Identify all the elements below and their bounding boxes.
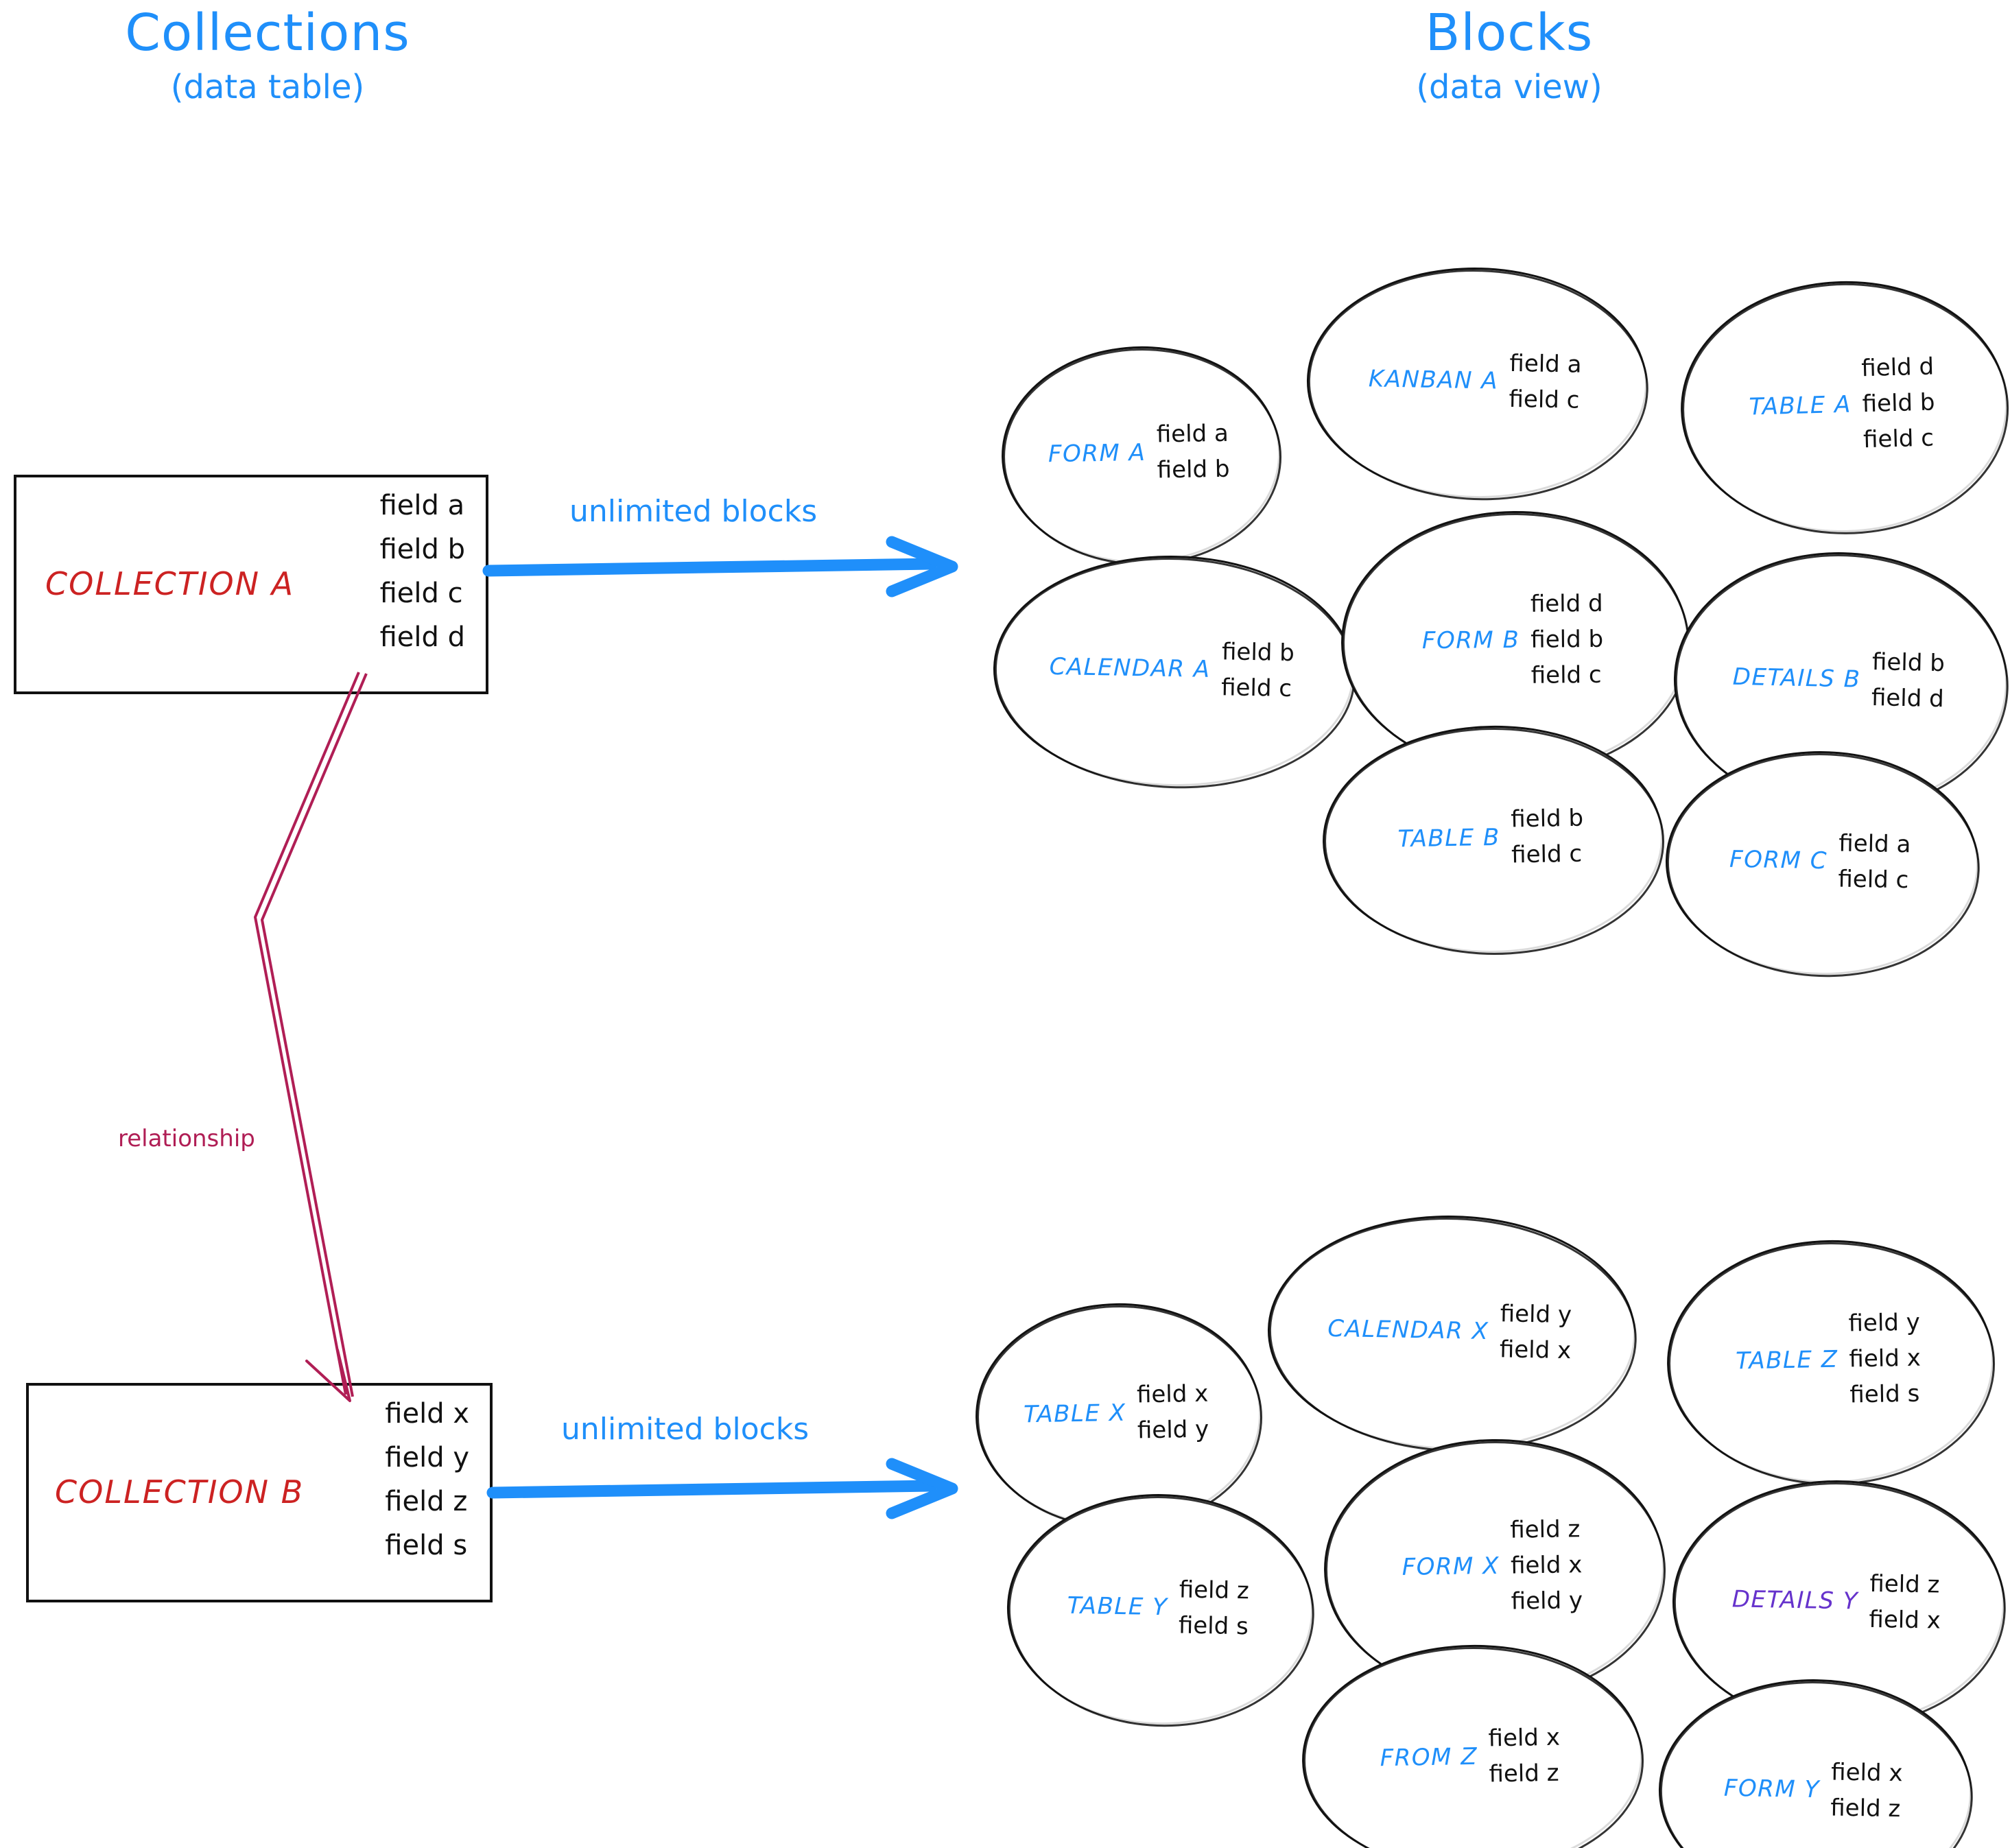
block-field: field x — [1510, 1551, 1583, 1580]
block-field: field c — [1511, 840, 1583, 868]
block-field: field x — [1849, 1344, 1922, 1373]
relationship-label: relationship — [118, 1125, 255, 1152]
block-field: field x — [1488, 1723, 1561, 1753]
block-field: field s — [1849, 1379, 1920, 1409]
block-name: TABLE X — [1023, 1399, 1126, 1429]
block-name: FORM X — [1402, 1552, 1500, 1581]
block-field: field z — [1510, 1515, 1581, 1544]
collection-a-box[interactable]: COLLECTION A field a field b field c fie… — [14, 475, 488, 694]
block-field: field c — [1838, 865, 1909, 895]
block-field: field x — [1499, 1335, 1572, 1364]
block-name: DETAILS Y — [1731, 1585, 1859, 1615]
block-table-b[interactable]: TABLE B field b field c — [1321, 722, 1665, 956]
block-field: field s — [1178, 1611, 1249, 1641]
blocks-heading-sub: (data view) — [1416, 67, 1603, 106]
collection-b-name: COLLECTION B — [55, 1473, 305, 1511]
block-name: FORM A — [1048, 438, 1146, 469]
block-field: field y — [1137, 1415, 1209, 1445]
block-from-z[interactable]: FROM Z field x field z — [1300, 1642, 1644, 1848]
block-field: field z — [1830, 1794, 1901, 1823]
block-field: field z — [1179, 1576, 1250, 1605]
block-field: field b — [1871, 648, 1946, 678]
block-name: FROM Z — [1380, 1742, 1478, 1772]
block-field: field b — [1157, 455, 1230, 484]
block-name: KANBAN A — [1368, 365, 1499, 395]
unlimited-blocks-label-a: unlimited blocks — [569, 494, 818, 529]
collections-heading-main: Collections — [125, 3, 410, 62]
block-field: field x — [1136, 1379, 1209, 1409]
block-field: field b — [1510, 804, 1584, 833]
block-field: field b — [1862, 388, 1935, 418]
block-name: TABLE B — [1397, 823, 1501, 853]
block-table-z[interactable]: TABLE Z field y field x field s — [1664, 1237, 1996, 1486]
block-field: field x — [1830, 1758, 1903, 1788]
block-field: field d — [1530, 589, 1603, 618]
block-table-y[interactable]: TABLE Y field z field s — [1004, 1491, 1319, 1733]
collections-heading-sub: (data table) — [170, 67, 365, 106]
block-field: field c — [1863, 424, 1935, 454]
block-field: field z — [1869, 1569, 1940, 1599]
collection-b-field: field x — [385, 1398, 469, 1430]
block-name: TABLE Y — [1067, 1591, 1168, 1622]
blocks-heading: Blocks (data view) — [1290, 3, 1729, 106]
block-field: field d — [1860, 353, 1935, 383]
block-field: field a — [1838, 829, 1911, 859]
collection-a-name: COLLECTION A — [45, 565, 295, 602]
collection-b-field: field y — [385, 1442, 469, 1473]
block-field: field a — [1509, 349, 1582, 379]
block-name: DETAILS B — [1732, 663, 1861, 694]
collection-a-field: field a — [379, 490, 465, 521]
arrow-collection-a-to-blocks — [482, 536, 958, 597]
block-kanban-a[interactable]: KANBAN A field a field c — [1303, 263, 1653, 507]
collections-heading: Collections (data table) — [48, 3, 487, 106]
block-field: field y — [1511, 1587, 1583, 1615]
block-field: field y — [1500, 1299, 1572, 1329]
block-field: field b — [1530, 625, 1604, 654]
collection-b-box[interactable]: COLLECTION B field x field y field z fie… — [26, 1383, 493, 1602]
relationship-connector — [254, 672, 368, 1402]
block-calendar-a[interactable]: CALENDAR A field b field c — [990, 551, 1360, 795]
block-field: field y — [1848, 1308, 1921, 1338]
collection-a-field: field c — [379, 578, 463, 609]
block-name: TABLE Z — [1735, 1345, 1838, 1375]
block-name: FORM Y — [1723, 1774, 1821, 1804]
block-form-y[interactable]: FORM Y field x field z — [1655, 1675, 1977, 1848]
block-form-c[interactable]: FORM C field a field c — [1663, 747, 1984, 983]
unlimited-blocks-label-b: unlimited blocks — [561, 1412, 809, 1447]
block-name: FORM B — [1421, 626, 1520, 654]
arrow-collection-b-to-blocks — [486, 1458, 958, 1519]
block-field: field x — [1869, 1605, 1941, 1635]
block-calendar-x[interactable]: CALENDAR X field y field x — [1264, 1211, 1641, 1458]
collection-a-field: field d — [379, 621, 465, 653]
block-name: FORM C — [1729, 845, 1828, 875]
blocks-heading-main: Blocks — [1425, 3, 1594, 62]
block-name: CALENDAR X — [1327, 1314, 1489, 1345]
block-field: field z — [1489, 1759, 1559, 1788]
block-name: TABLE A — [1749, 390, 1852, 421]
block-field: field c — [1220, 674, 1292, 703]
collection-b-field: field z — [385, 1486, 468, 1517]
block-table-a[interactable]: TABLE A field d field b field c — [1677, 276, 2010, 537]
block-field: field c — [1530, 661, 1602, 689]
block-field: field d — [1871, 684, 1945, 713]
block-name: CALENDAR A — [1049, 652, 1211, 683]
block-field: field b — [1221, 638, 1295, 667]
block-field: field c — [1509, 385, 1580, 414]
collection-b-field: field s — [385, 1530, 468, 1561]
collection-a-field: field b — [379, 534, 465, 565]
block-form-a[interactable]: FORM A field a field b — [1000, 344, 1282, 566]
block-field: field a — [1156, 419, 1229, 449]
